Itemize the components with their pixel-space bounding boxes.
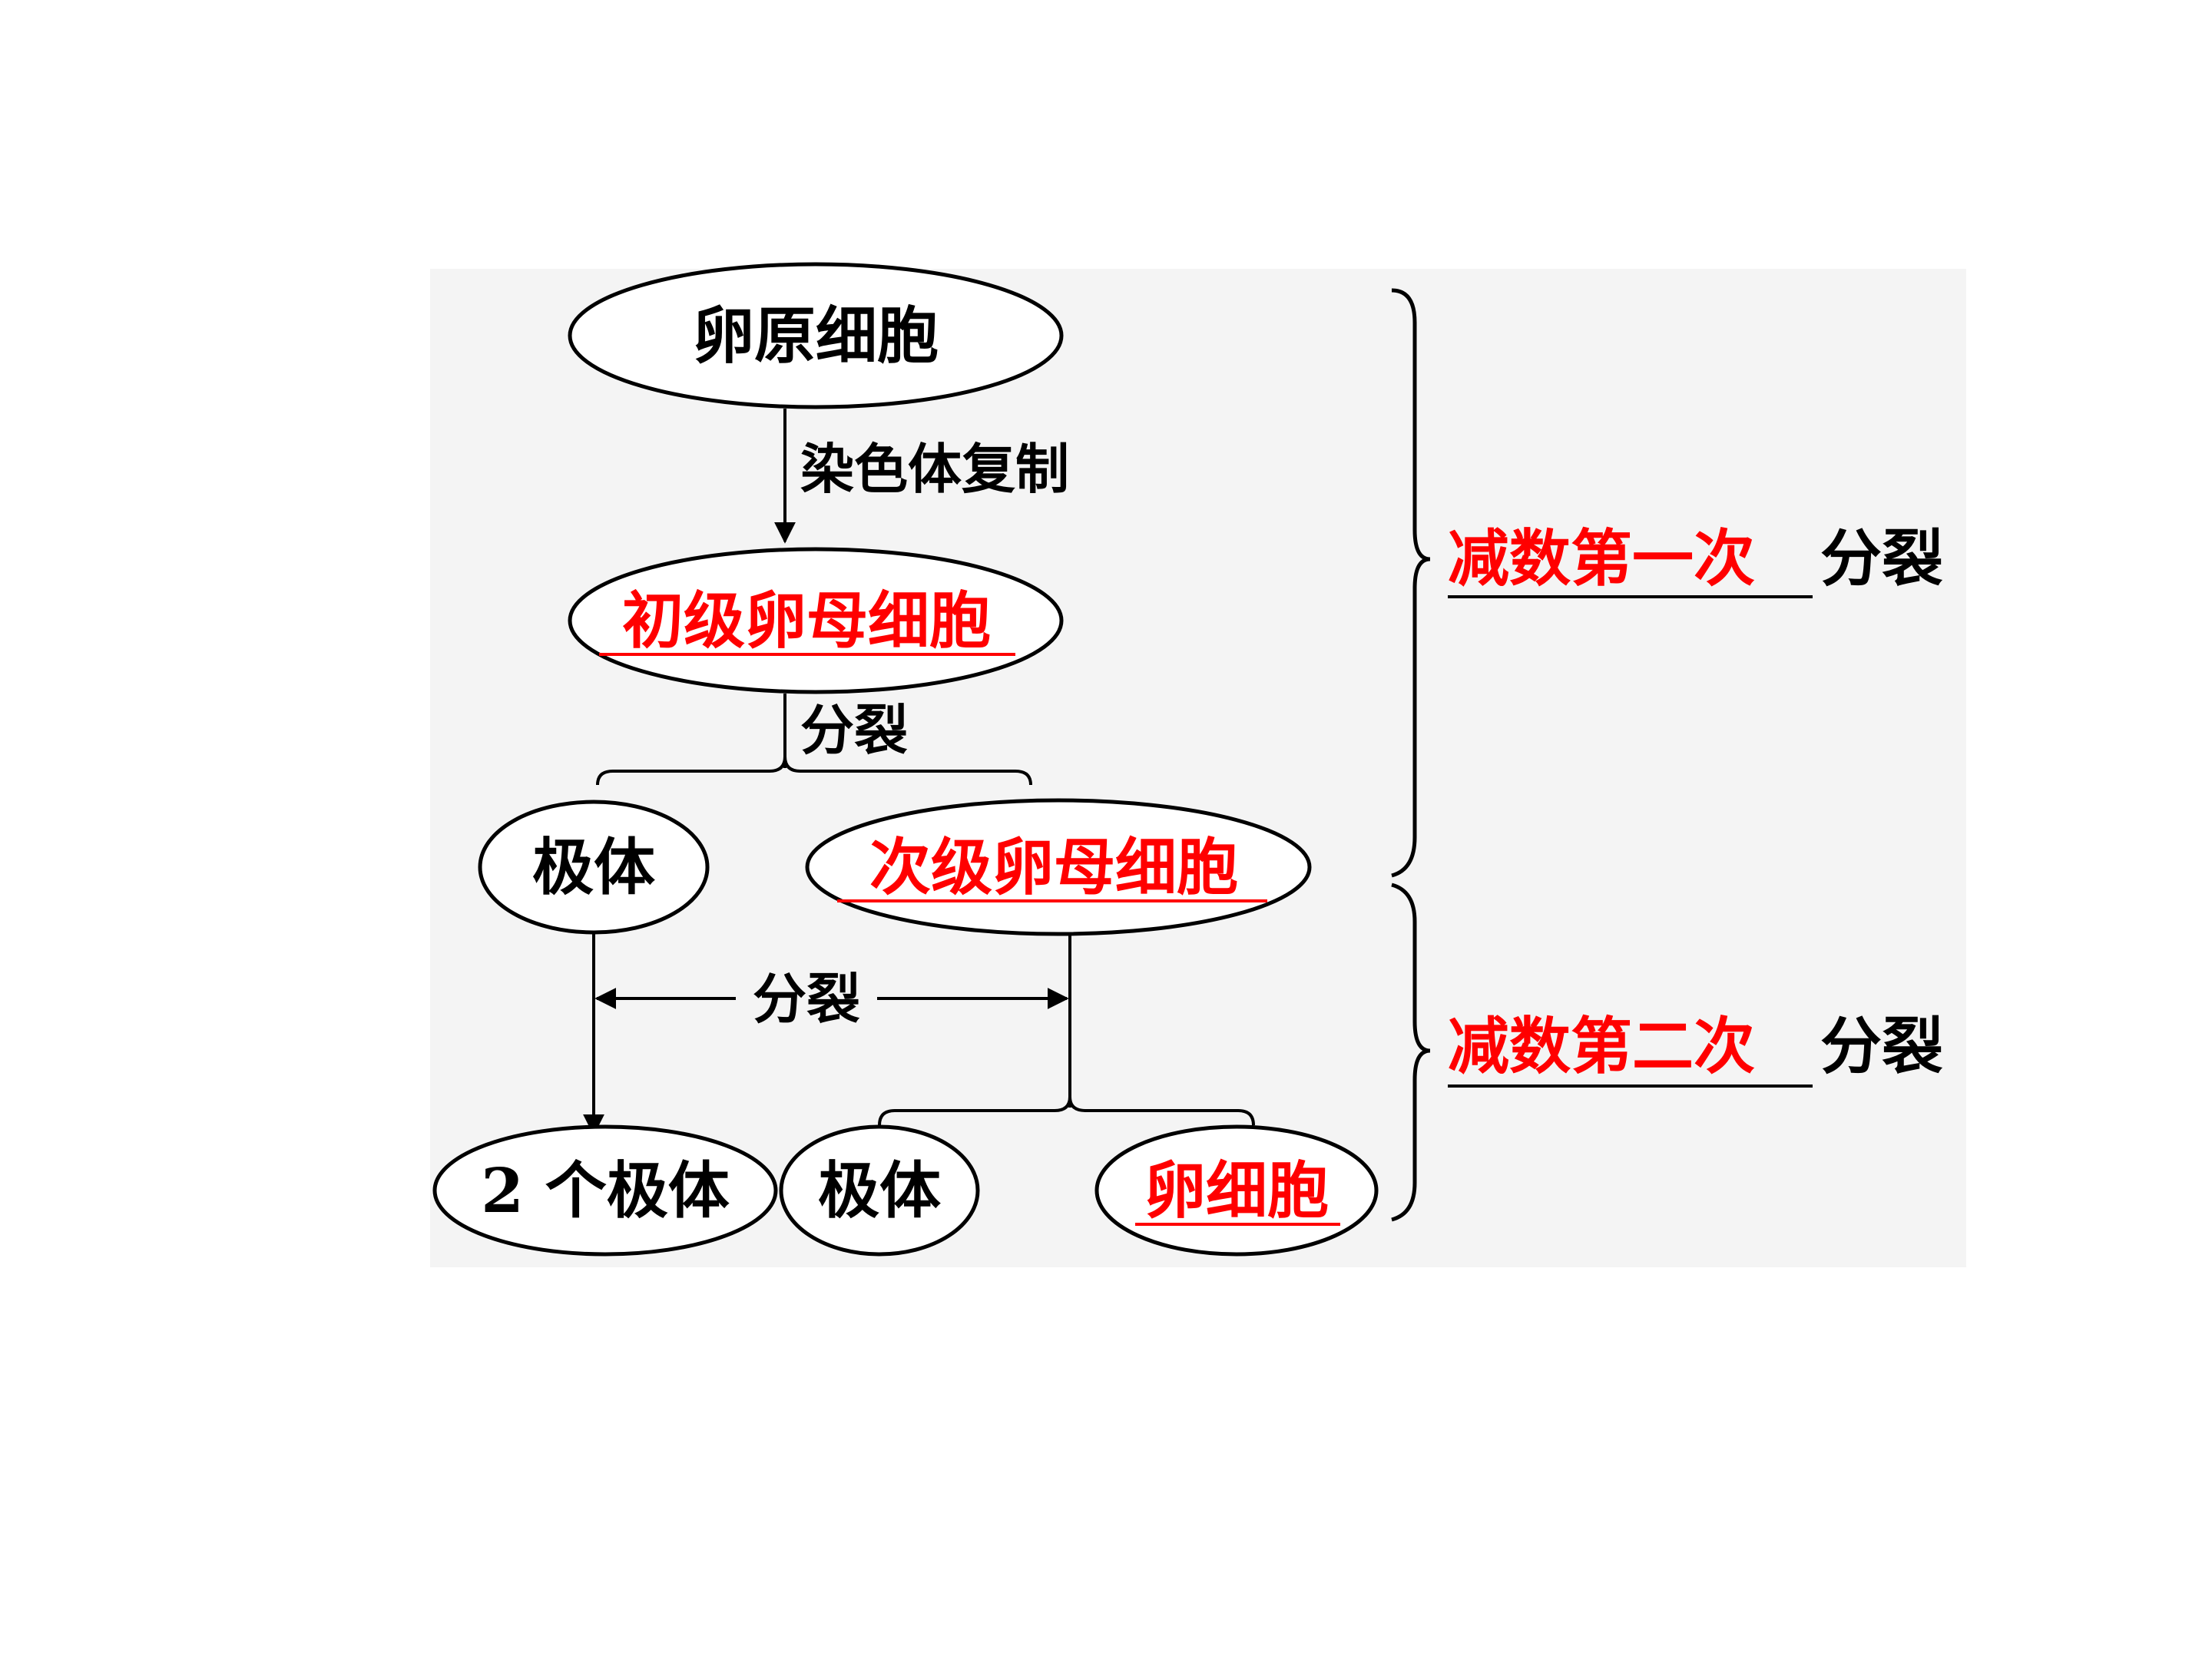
- primary-oocyte-label: 初级卵母细胞: [622, 584, 991, 657]
- meiosis-2-answer: 减数第二次: [1448, 1010, 1755, 1082]
- meiosis-1-answer: 减数第一次: [1448, 522, 1755, 594]
- node-egg-cell: 卵细胞: [1094, 1124, 1379, 1257]
- secondary-oocyte-label: 次级卵母细胞: [869, 831, 1238, 903]
- stage-meiosis-2: 减数第二次 分裂: [1448, 1010, 1943, 1088]
- meiosis-1-brace: [1391, 288, 1431, 878]
- two-polar-bodies-label: 2 个极体: [481, 1154, 730, 1227]
- node-two-polar-bodies: 2 个极体: [432, 1124, 778, 1257]
- node-primary-oocyte: 初级卵母细胞: [568, 547, 1064, 694]
- edge-label-division-1: 分裂: [800, 698, 908, 762]
- division-1-brace: [596, 756, 1032, 786]
- node-polar-body-1: 极体: [478, 800, 710, 935]
- edge-label-division-2: 分裂: [753, 967, 860, 1031]
- meiosis-1-suffix: 分裂: [1820, 522, 1943, 594]
- diagram-background: [430, 269, 1966, 1267]
- polar-body-1-label: 极体: [532, 831, 655, 903]
- node-oogonium: 卵原细胞: [568, 262, 1064, 409]
- edge-label-replication: 染色体复制: [800, 437, 1069, 501]
- egg-cell-label: 卵细胞: [1144, 1154, 1329, 1227]
- node-secondary-oocyte: 次级卵母细胞: [805, 798, 1312, 936]
- division-2-brace: [878, 1096, 1255, 1126]
- polar-body-2-label: 极体: [818, 1154, 941, 1227]
- node-polar-body-2: 极体: [779, 1124, 980, 1257]
- meiosis-2-brace: [1391, 882, 1431, 1222]
- oogonium-label: 卵原细胞: [693, 300, 939, 372]
- stage-meiosis-1: 减数第一次 分裂: [1448, 522, 1943, 598]
- meiosis-2-suffix: 分裂: [1820, 1010, 1943, 1082]
